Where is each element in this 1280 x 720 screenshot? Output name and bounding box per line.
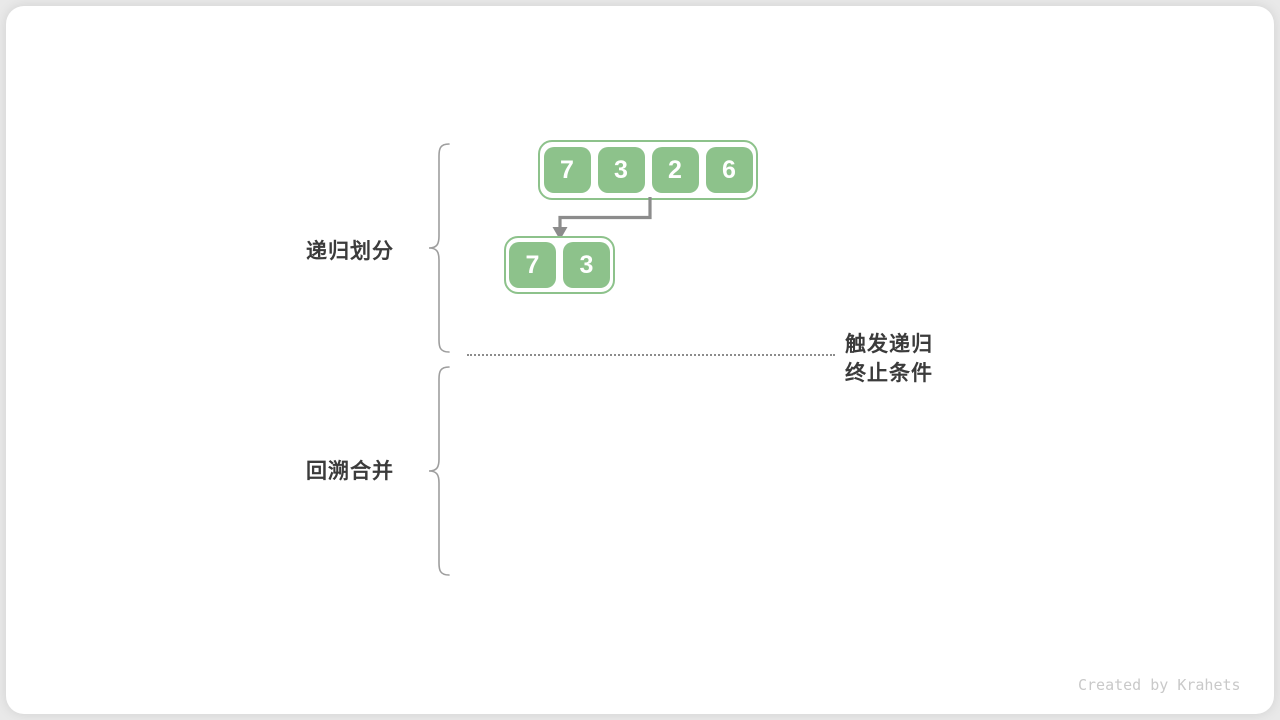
array-cell: 3 bbox=[597, 147, 645, 193]
array-cell: 3 bbox=[563, 242, 610, 288]
divide-arrow-icon bbox=[552, 197, 652, 240]
termination-label: 触发递归 终止条件 bbox=[845, 330, 933, 388]
merge-brace-icon bbox=[428, 366, 450, 576]
array-cell: 7 bbox=[543, 147, 591, 193]
termination-label-line2: 终止条件 bbox=[845, 362, 933, 385]
merge-phase-label: 回溯合并 bbox=[306, 460, 394, 483]
divide-brace-icon bbox=[428, 143, 450, 353]
watermark-credit: Created by Krahets bbox=[1078, 676, 1241, 694]
array-level2: 7 3 bbox=[504, 236, 615, 294]
array-cell: 6 bbox=[705, 147, 753, 193]
array-cell: 2 bbox=[651, 147, 699, 193]
termination-label-line1: 触发递归 bbox=[845, 333, 933, 356]
diagram-card bbox=[6, 6, 1274, 714]
array-cell: 7 bbox=[509, 242, 556, 288]
array-level1: 7 3 2 6 bbox=[538, 140, 758, 200]
divide-phase-label: 递归划分 bbox=[306, 240, 394, 263]
termination-dotted-line bbox=[467, 354, 835, 356]
